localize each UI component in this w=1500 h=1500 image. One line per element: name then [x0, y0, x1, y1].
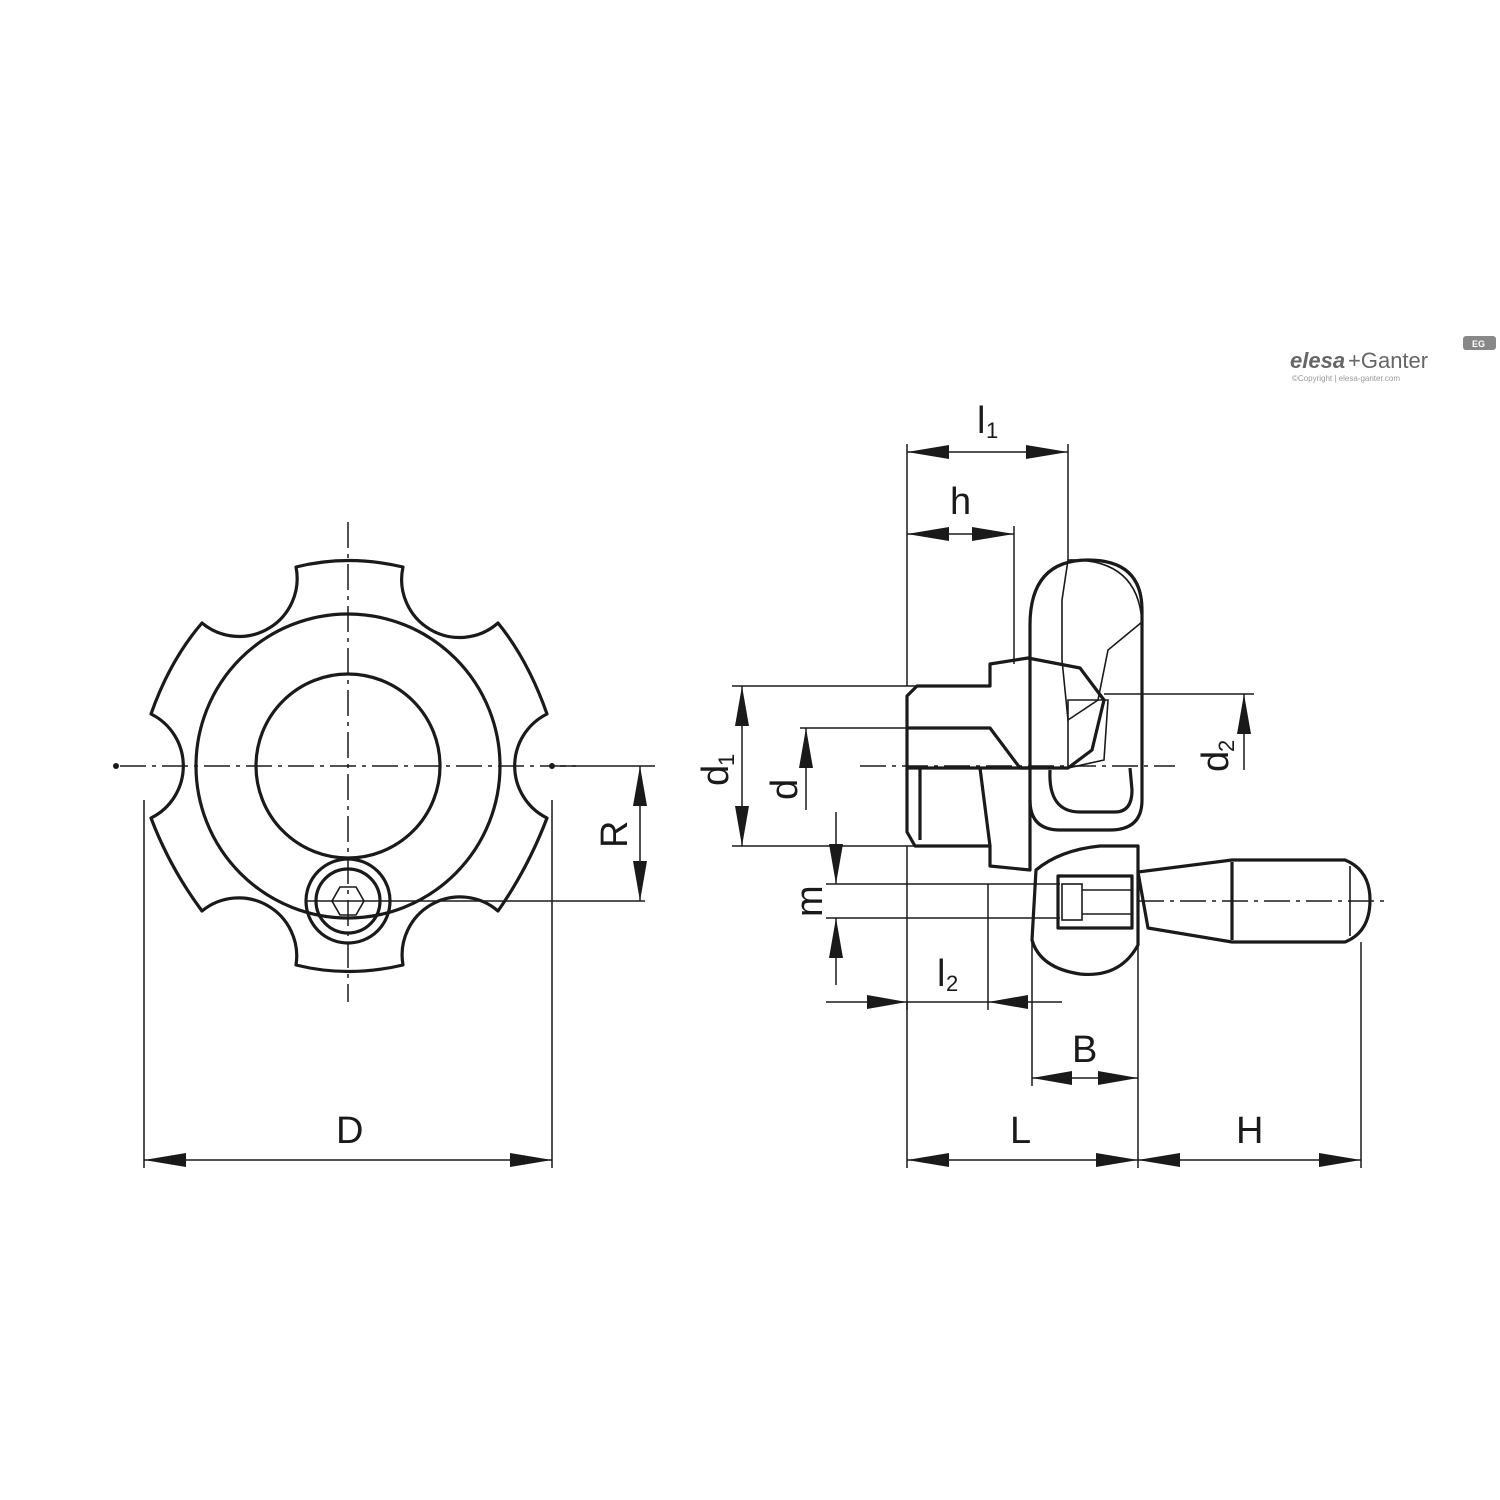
label-d1-sub: 1: [714, 754, 739, 766]
hub-section-hatched: [905, 656, 1106, 770]
dimension-m: m: [789, 812, 1060, 985]
dim-l1-arrow-right: [1026, 445, 1068, 459]
dimension-d1: d 1: [695, 685, 917, 847]
dimension-R: R: [560, 765, 655, 901]
dim-m-arrow-top: [829, 844, 843, 884]
label-H: H: [1236, 1110, 1263, 1152]
dim-d2-arrow-top: [1237, 694, 1251, 734]
dim-D-arrow-right: [510, 1153, 552, 1167]
dim-l2-arrow-right: [988, 995, 1028, 1009]
rim-section-upper: [1061, 559, 1143, 722]
label-L: L: [1010, 1110, 1031, 1152]
brand-copyright: ©Copyright | elesa-ganter.com: [1292, 374, 1400, 383]
front-hub-circle: [194, 612, 502, 920]
brand-name-rest: +Ganter: [1348, 348, 1428, 373]
dimension-d: d: [764, 727, 907, 810]
dim-B-arrow-left: [1032, 1071, 1072, 1085]
hub-taper-line: [978, 767, 992, 847]
dim-R-arrow-top: [633, 766, 647, 806]
dim-L-arrow-left: [907, 1153, 949, 1167]
dimension-L: L: [906, 945, 1139, 1168]
dim-H-arrow-left: [1138, 1153, 1180, 1167]
dim-d-arrow-top: [799, 728, 813, 768]
label-D: D: [336, 1110, 363, 1152]
brand-seal-text: EG: [1472, 339, 1485, 349]
label-d: d: [764, 779, 806, 800]
label-d2: d: [1195, 751, 1237, 772]
label-m: m: [789, 885, 831, 917]
dimension-l2: l 2: [826, 846, 1062, 1010]
revolving-handle: [1136, 858, 1372, 944]
rim-outer-profile: [1028, 558, 1144, 832]
side-view: [860, 444, 1385, 977]
front-lobe-point-left: [113, 763, 119, 769]
dim-H-arrow-right: [1319, 1153, 1361, 1167]
dimension-h: h: [907, 481, 1015, 664]
label-h: h: [950, 481, 971, 523]
label-d2-sub: 2: [1214, 740, 1239, 752]
dim-d1-arrow-top: [735, 686, 749, 726]
dim-d1-arrow-bottom: [735, 806, 749, 846]
label-l2: l: [937, 953, 945, 995]
dim-D-arrow-left: [144, 1153, 186, 1167]
dimension-D: D: [143, 800, 553, 1168]
dim-l1-arrow-left: [907, 445, 949, 459]
label-l1: l: [977, 400, 985, 442]
dimension-d2: d 2: [1104, 693, 1254, 772]
dim-L-arrow-right: [1096, 1153, 1138, 1167]
brand-seal: [1463, 336, 1496, 350]
label-l2-sub: 2: [946, 971, 958, 996]
dim-h-arrow-right: [972, 527, 1014, 541]
dimension-B: B: [1031, 940, 1138, 1086]
label-B: B: [1072, 1029, 1097, 1071]
brand-logo: elesa +Ganter EG ©Copyright | elesa-gant…: [1290, 336, 1496, 383]
label-R: R: [594, 821, 636, 848]
dim-B-arrow-right: [1098, 1071, 1138, 1085]
dim-R-arrow-bottom: [633, 861, 647, 901]
rim-section-lower: [1030, 844, 1140, 977]
label-d1: d: [695, 765, 737, 786]
hub-body-lower: [905, 728, 1032, 872]
front-lobe-point-right: [549, 763, 555, 769]
dimension-H: H: [1138, 942, 1362, 1168]
rim-section-mid: [1067, 699, 1109, 769]
dim-m-arrow-bottom: [829, 918, 843, 958]
dimension-l1: l 1: [906, 400, 1068, 686]
handle-stud-bore: [1056, 874, 1134, 930]
dim-l2-arrow-left: [867, 995, 907, 1009]
front-view: [113, 522, 645, 1002]
spoke-window: [1048, 767, 1134, 814]
handle-stud-screw: [1061, 883, 1083, 921]
front-lobed-rim: [149, 558, 549, 974]
label-l1-sub: 1: [986, 418, 998, 443]
brand-name-bold: elesa: [1290, 348, 1345, 373]
dim-h-arrow-left: [907, 527, 949, 541]
